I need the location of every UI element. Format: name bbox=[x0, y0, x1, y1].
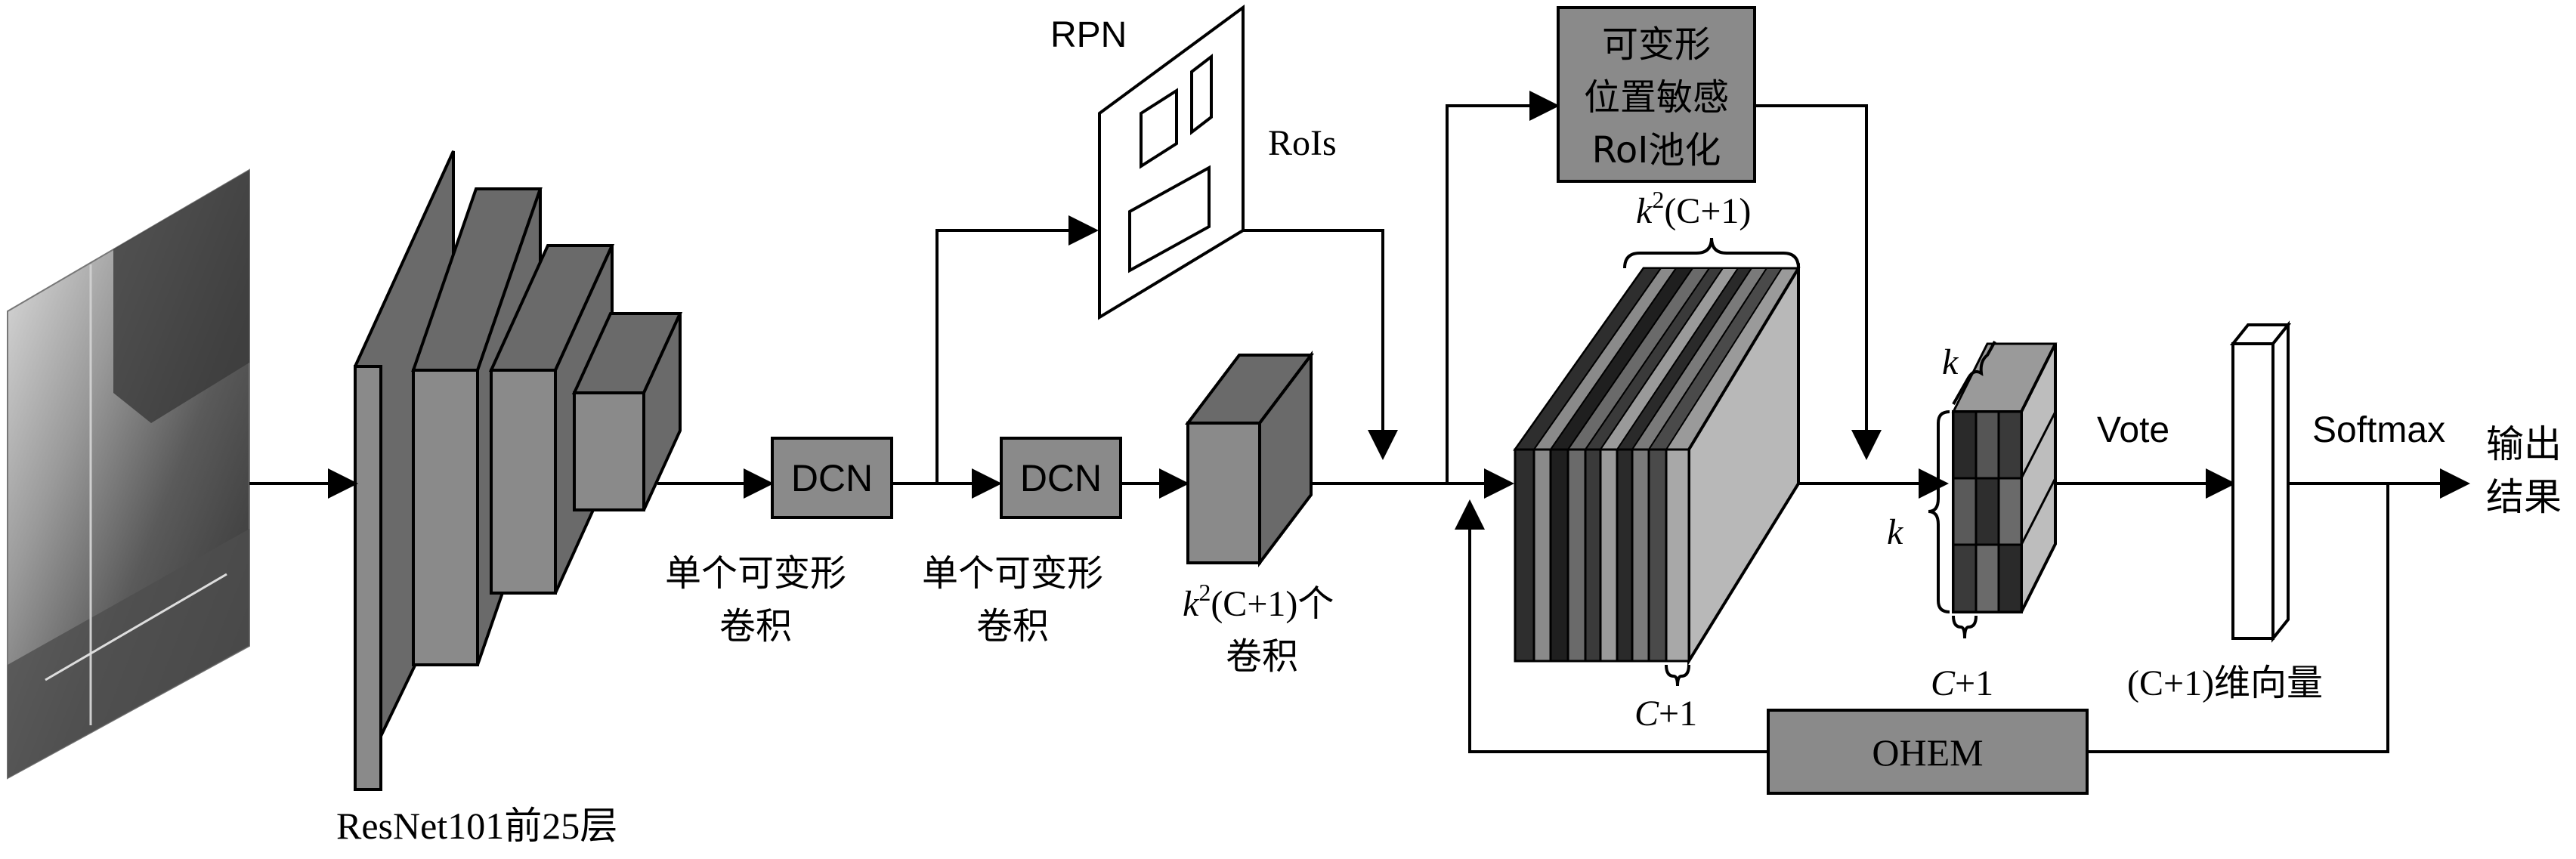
score-maps-top-brace bbox=[1623, 237, 1800, 269]
score-maps-bottom-rest: +1 bbox=[1659, 694, 1697, 734]
pooled-left-brace bbox=[1928, 410, 1950, 613]
rois-label: RoIs bbox=[1268, 123, 1337, 163]
arrow-to-rpn bbox=[935, 215, 1099, 484]
vector-block bbox=[2229, 320, 2292, 643]
rpn-label: RPN bbox=[1050, 15, 1127, 55]
output-line1: 输出 bbox=[2486, 422, 2562, 466]
conv-block bbox=[1184, 351, 1315, 567]
pooled-bottom-brace bbox=[1952, 615, 1978, 639]
pooled-k-left: k bbox=[1887, 512, 1904, 552]
conv-caption-1: k2(C+1)个 bbox=[1183, 579, 1334, 624]
ohem-box bbox=[1767, 709, 2089, 795]
ohem-line-right bbox=[2087, 484, 2389, 753]
pooled-top-brace bbox=[1952, 341, 1996, 405]
pooled-bottom-rest: +1 bbox=[1955, 663, 1993, 703]
dcn1-caption-1: 单个可变形 bbox=[665, 552, 846, 595]
conv-caption-sup: 2 bbox=[1198, 579, 1211, 606]
conv-caption-2: 卷积 bbox=[1226, 635, 1298, 678]
ohem-line-left bbox=[1455, 499, 1768, 753]
dcn2-caption-2: 卷积 bbox=[976, 605, 1049, 647]
pooled-k-top: k bbox=[1942, 342, 1959, 382]
psroi-line3: RoI池化 bbox=[1592, 129, 1721, 171]
dcn1-box bbox=[771, 437, 893, 519]
score-maps-top-k: k bbox=[1636, 191, 1653, 231]
softmax-label: Softmax bbox=[2312, 410, 2445, 450]
dcn1-caption-2: 卷积 bbox=[719, 605, 792, 647]
psroi-line1: 可变形 bbox=[1602, 23, 1711, 66]
score-maps-bottom-label: C+1 bbox=[1634, 694, 1697, 734]
dcn1-label: DCN bbox=[791, 457, 873, 499]
backbone-label: ResNet101前25层 bbox=[336, 805, 617, 847]
score-maps-block bbox=[1513, 262, 1801, 667]
conv-caption-k: k bbox=[1183, 584, 1200, 624]
score-maps-bottom-brace bbox=[1665, 664, 1690, 687]
arrow-to-psroi bbox=[1446, 91, 1560, 484]
input-image bbox=[7, 168, 250, 780]
psroi-box bbox=[1557, 6, 1756, 183]
output-line2: 结果 bbox=[2486, 475, 2562, 519]
dcn2-caption-1: 单个可变形 bbox=[922, 552, 1103, 595]
arrow-rpn-down bbox=[1243, 229, 1398, 460]
dcn2-box bbox=[1000, 437, 1122, 519]
pooled-bottom-label: C+1 bbox=[1931, 663, 1993, 703]
score-maps-top-rest: (C+1) bbox=[1664, 191, 1751, 231]
rpn-panel bbox=[1098, 5, 1245, 320]
arrow-psroi-down bbox=[1755, 104, 1882, 460]
dcn2-label: DCN bbox=[1020, 457, 1102, 499]
score-maps-bottom-c: C bbox=[1634, 694, 1659, 734]
vote-label: Vote bbox=[2097, 410, 2169, 450]
pooled-bottom-c: C bbox=[1931, 663, 1956, 703]
score-maps-top-label: k2(C+1) bbox=[1636, 186, 1751, 231]
score-maps-top-sup: 2 bbox=[1652, 186, 1664, 213]
vector-label: (C+1)维向量 bbox=[2127, 663, 2323, 703]
pooled-block bbox=[1951, 342, 2058, 613]
psroi-line2: 位置敏感 bbox=[1584, 76, 1729, 119]
conv-caption-rest: (C+1)个 bbox=[1211, 584, 1334, 624]
backbone-layers bbox=[354, 150, 683, 791]
ohem-label: OHEM bbox=[1872, 731, 1983, 774]
